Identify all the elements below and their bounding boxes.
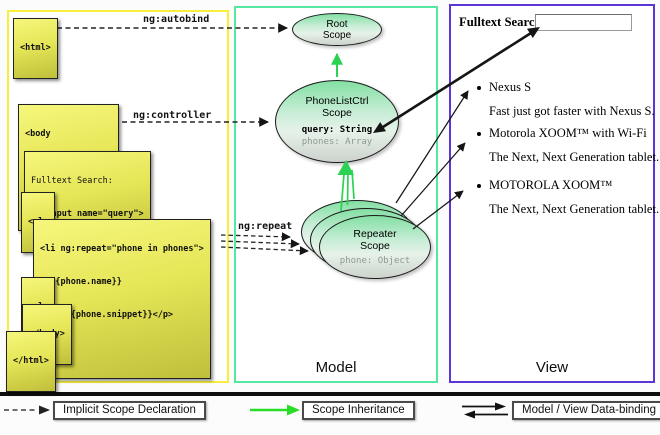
fulltext-search-label: Fulltext Search: bbox=[459, 15, 546, 29]
scope-prop-query: query: String bbox=[301, 125, 373, 135]
scope-name-line: Root bbox=[326, 18, 348, 30]
code-line: {{phone.name}} bbox=[40, 277, 122, 287]
label-ng-controller: ng:controller bbox=[133, 110, 212, 121]
bullet-icon bbox=[477, 184, 481, 188]
legend-green-arrow-icon bbox=[250, 404, 300, 416]
phone-snippet: The Next, Next Generation tablet. bbox=[489, 202, 660, 216]
legend-dashed-arrow-icon bbox=[4, 405, 50, 415]
scope-name: Root Scope bbox=[323, 19, 351, 41]
code-box-html-close: </html> bbox=[6, 331, 56, 392]
phonelistctrl-scope-ellipse: PhoneListCtrl Scope query: String phones… bbox=[275, 80, 399, 163]
view-list-item: Motorola XOOM™ with Wi-Fi The Next, Next… bbox=[489, 126, 660, 164]
scope-prop-phones: phones: Array bbox=[301, 137, 373, 147]
model-column: Model bbox=[234, 6, 438, 383]
view-list-item: MOTOROLA XOOM™ The Next, Next Generation… bbox=[489, 178, 660, 216]
legend-implicit-scope-declaration: Implicit Scope Declaration bbox=[53, 401, 206, 420]
scope-properties: query: String phones: Array bbox=[302, 124, 372, 148]
code-line: Fulltext Search: bbox=[31, 176, 113, 186]
bullet-icon bbox=[477, 86, 481, 90]
phone-snippet: Fast just got faster with Nexus S. bbox=[489, 104, 655, 118]
legend-double-arrow-icon bbox=[462, 402, 508, 419]
scope-name-line: Repeater bbox=[353, 227, 397, 240]
label-ng-autobind: ng:autobind bbox=[143, 14, 210, 25]
legend-model-view-data-binding: Model / View Data-binding bbox=[512, 401, 660, 420]
phone-title: MOTOROLA XOOM™ bbox=[489, 178, 613, 192]
code-line: <html> bbox=[20, 43, 51, 53]
scope-name-line: Scope bbox=[322, 107, 352, 119]
code-line: <body bbox=[25, 129, 51, 139]
scope-name-line: Scope bbox=[322, 29, 352, 41]
code-line: <p>{{phone.snippet}}</p> bbox=[40, 310, 174, 320]
scope-name: Repeater Scope bbox=[353, 228, 396, 252]
scope-name-line: Scope bbox=[360, 239, 390, 252]
bullet-icon bbox=[477, 132, 481, 136]
scope-name: PhoneListCtrl Scope bbox=[305, 95, 368, 119]
model-column-label: Model bbox=[315, 359, 357, 376]
code-line: <li ng:repeat="phone in phones"> bbox=[40, 244, 204, 254]
repeater-scope-ellipse: Repeater Scope phone: Object bbox=[319, 215, 431, 279]
scope-prop-phone: phone: Object bbox=[339, 255, 411, 266]
phone-snippet: The Next, Next Generation tablet. bbox=[489, 150, 660, 164]
code-line: </html> bbox=[13, 356, 49, 366]
root-scope-ellipse: Root Scope bbox=[292, 13, 382, 46]
scope-name-line: PhoneListCtrl bbox=[305, 95, 369, 107]
legend-scope-inheritance: Scope Inheritance bbox=[302, 401, 415, 420]
code-box-html-open: <html> bbox=[13, 18, 58, 79]
fulltext-search-input[interactable] bbox=[535, 14, 632, 31]
phone-title: Motorola XOOM™ with Wi-Fi bbox=[489, 126, 647, 140]
phone-title: Nexus S bbox=[489, 80, 532, 94]
view-list-item: Nexus S Fast just got faster with Nexus … bbox=[489, 80, 655, 118]
label-ng-repeat: ng:repeat bbox=[238, 221, 293, 232]
code-line: <input name="query"> bbox=[31, 209, 144, 219]
legend-separator-line bbox=[0, 392, 660, 396]
scope-properties: phone: Object bbox=[340, 255, 410, 267]
view-column-label: View bbox=[535, 359, 569, 376]
